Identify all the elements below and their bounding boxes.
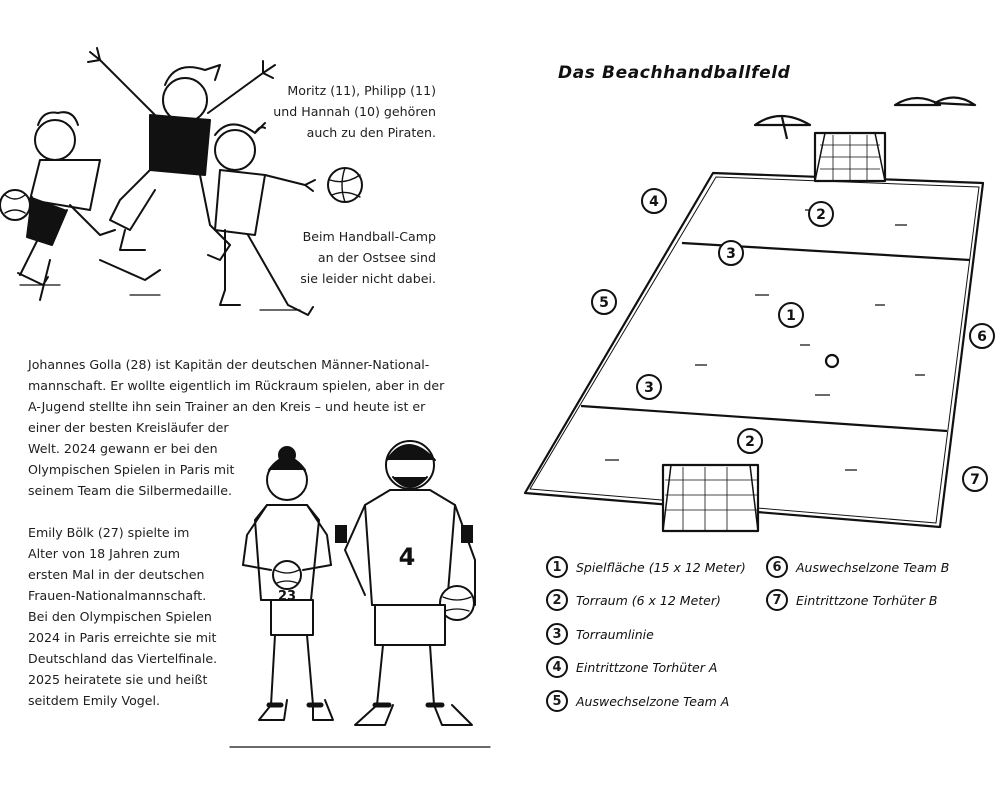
bio-line: Olympischen Spielen in Paris mit (28, 462, 235, 477)
legend-number: 3 (546, 623, 568, 645)
caption-pirates: Moritz (11), Philipp (11) und Hannah (10… (236, 80, 436, 143)
legend-item: 1 Spielfläche (15 x 12 Meter) (546, 556, 746, 578)
bio-line: Emily Bölk (27) spielte im (28, 525, 190, 540)
beach-handball-court: 1 2 2 3 3 4 5 6 (523, 96, 995, 533)
legend-item: 4 Eintrittzone Torhüter A (546, 656, 717, 678)
legend-label: Torraumlinie (576, 626, 654, 642)
golla-bio: Johannes Golla (28) ist Kapitän der deut… (28, 354, 445, 501)
field-markers: 1 2 2 3 3 4 5 6 (591, 188, 995, 492)
svg-text:5: 5 (599, 295, 609, 311)
players-illustration: 4 23 (229, 440, 491, 748)
svg-text:3: 3 (644, 380, 654, 396)
bio-line: 2025 heiratete sie und heißt (28, 672, 208, 687)
caption-line: Beim Handball-Camp (302, 229, 436, 244)
bio-line: Johannes Golla (28) ist Kapitän der deut… (28, 357, 430, 372)
svg-text:4: 4 (649, 194, 659, 210)
bio-line: einer der besten Kreisläufer der (28, 420, 229, 435)
svg-text:6: 6 (977, 329, 987, 345)
svg-text:1: 1 (786, 308, 796, 324)
legend-label: Auswechselzone Team B (796, 559, 950, 575)
bio-line: Alter von 18 Jahren zum (28, 546, 181, 561)
bio-line: Deutschland das Viertelfinale. (28, 651, 218, 666)
svg-text:2: 2 (745, 434, 755, 450)
page-title: Das Beachhandballfeld (558, 63, 791, 83)
caption-line: auch zu den Piraten. (306, 125, 436, 140)
bio-line: Welt. 2024 gewann er bei den (28, 441, 218, 456)
legend-label: Eintrittzone Torhüter A (576, 659, 718, 675)
caption-line: und Hannah (10) gehören (273, 104, 436, 119)
field-marker-6: 6 (969, 323, 995, 349)
legend-item: 3 Torraumlinie (546, 623, 654, 645)
legend-label: Eintrittzone Torhüter B (796, 592, 938, 608)
legend-label: Torraum (6 x 12 Meter) (576, 592, 721, 608)
jersey-number-left: 23 (278, 589, 296, 604)
field-marker-5: 5 (591, 289, 617, 315)
bio-line: seitdem Emily Vogel. (28, 693, 161, 708)
field-marker-1: 1 (778, 302, 804, 328)
bio-line: A-Jugend stellte ihn sein Trainer an den… (28, 399, 426, 414)
legend-item: 6 Auswechselzone Team B (766, 556, 949, 578)
field-marker-3-top: 3 (718, 240, 744, 266)
boelk-bio: Emily Bölk (27) spielte im Alter von 18 … (28, 522, 228, 711)
field-marker-2-top: 2 (808, 201, 834, 227)
caption-camp: Beim Handball-Camp an der Ostsee sind si… (236, 226, 436, 289)
jersey-number-right: 4 (399, 543, 416, 571)
bio-line: seinem Team die Silbermedaille. (28, 483, 233, 498)
legend-number: 4 (546, 656, 568, 678)
field-marker-3-bottom: 3 (636, 374, 662, 400)
field-marker-7: 7 (962, 466, 988, 492)
bio-line: Frauen-Nationalmannschaft. (28, 588, 207, 603)
legend-number: 6 (766, 556, 788, 578)
legend-label: Spielfläche (15 x 12 Meter) (576, 559, 746, 575)
bio-line: ersten Mal in der deutschen (28, 567, 205, 582)
legend-item: 5 Auswechselzone Team A (546, 690, 729, 712)
svg-text:7: 7 (970, 472, 980, 488)
bio-line: 2024 in Paris erreichte sie mit (28, 630, 217, 645)
legend-number: 5 (546, 690, 568, 712)
caption-line: sie leider nicht dabei. (300, 271, 436, 286)
svg-text:3: 3 (726, 246, 736, 262)
field-marker-4: 4 (641, 188, 667, 214)
bio-line: mannschaft. Er wollte eigentlich im Rück… (28, 378, 445, 393)
legend-item: 2 Torraum (6 x 12 Meter) (546, 589, 721, 611)
legend-label: Auswechselzone Team A (576, 693, 730, 709)
legend-item: 7 Eintrittzone Torhüter B (766, 589, 937, 611)
bio-line: Bei den Olympischen Spielen (28, 609, 212, 624)
caption-line: Moritz (11), Philipp (11) (287, 83, 436, 98)
kids-playing-handball-illustration (0, 47, 363, 316)
field-marker-2-bottom: 2 (737, 428, 763, 454)
svg-text:2: 2 (816, 207, 826, 223)
legend-number: 7 (766, 589, 788, 611)
caption-line: an der Ostsee sind (317, 250, 436, 265)
legend-number: 2 (546, 589, 568, 611)
legend-number: 1 (546, 556, 568, 578)
